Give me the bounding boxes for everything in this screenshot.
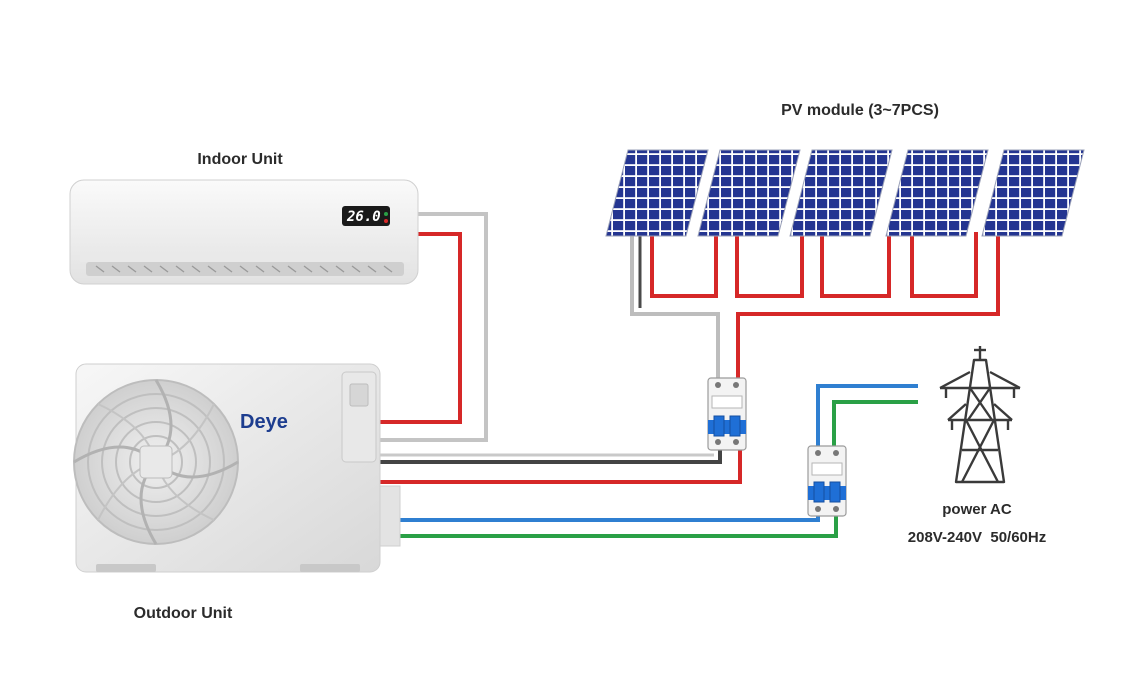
status-led-icon	[384, 219, 388, 223]
fan-grille-icon	[73, 379, 239, 545]
pv-red-link-4	[910, 232, 978, 298]
status-led-icon	[384, 212, 388, 216]
circuit-breaker-icon	[807, 445, 847, 517]
pv-red-link-3	[820, 232, 891, 298]
ac-blue-wire-out	[398, 512, 820, 522]
pv-red-link-2	[735, 232, 804, 298]
pv-array	[605, 149, 1085, 237]
transmission-tower-icon	[939, 346, 1021, 484]
ac-blue-wire-in	[816, 384, 918, 452]
indoor-unit-label: Indoor Unit	[197, 151, 283, 168]
outdoor-unit: Deye	[73, 363, 401, 573]
power-spec-label: 208V-240V 50/60Hz	[908, 529, 1046, 546]
dc-dark-wire	[378, 448, 722, 464]
power-ac-label: power AC	[942, 501, 1012, 518]
pv-red-link-1	[650, 232, 718, 298]
solar-panel-icon	[885, 149, 989, 237]
solar-panel-icon	[789, 149, 893, 237]
indoor-louver-slats	[95, 265, 393, 273]
indoor-gray-wire	[378, 212, 488, 442]
pv-gray-lead	[630, 232, 720, 386]
pv-red-trunk	[736, 232, 1000, 386]
indoor-red-wire	[378, 232, 462, 424]
indoor-display-temp: 26.0	[346, 209, 381, 225]
ac-green-wire-in	[832, 400, 918, 452]
outdoor-unit-label: Outdoor Unit	[134, 605, 233, 622]
indoor-unit: 26.0	[69, 179, 419, 285]
solar-panel-icon	[605, 149, 709, 237]
circuit-breaker-icon	[707, 377, 747, 451]
dc-red-wire	[378, 448, 742, 484]
outdoor-brand-logo: Deye	[240, 411, 288, 433]
indoor-display-panel	[342, 206, 390, 226]
solar-panel-icon	[981, 149, 1085, 237]
pv-module-label: PV module (3~7PCS)	[781, 102, 939, 119]
solar-panel-icon	[697, 149, 801, 237]
ac-green-wire-out	[398, 512, 838, 538]
